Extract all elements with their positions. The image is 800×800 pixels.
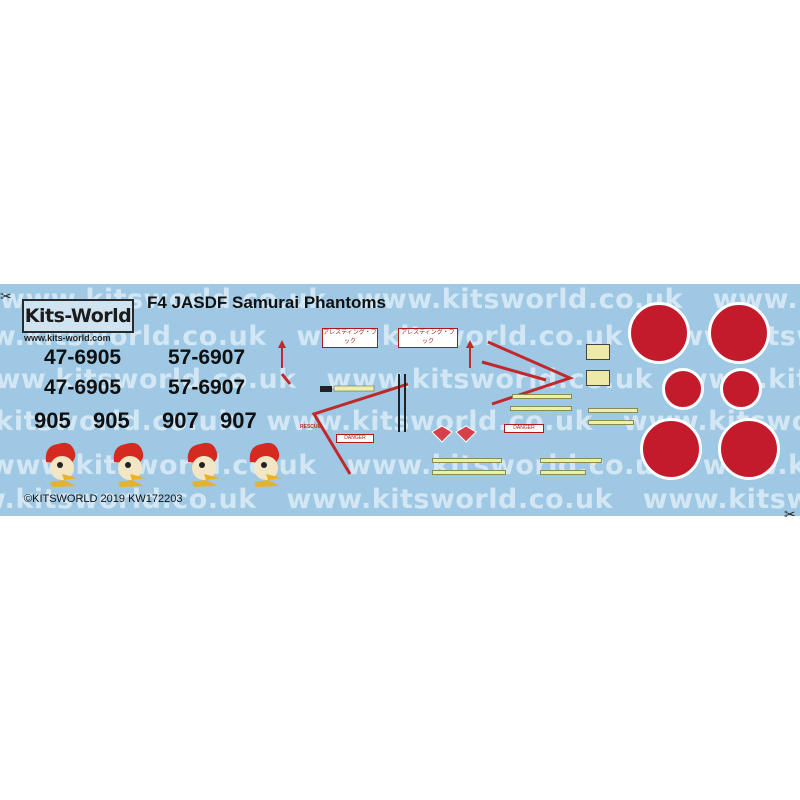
logo-url: www.kits-world.com (24, 333, 111, 343)
tail-number: 907 (220, 408, 257, 433)
tail-number: 905 (93, 408, 130, 433)
hinomaru-roundel (708, 302, 770, 364)
decal-sheet: www.kitsworld.co.uk www.kitsworld.co.uk … (0, 284, 800, 516)
scissors-icon: ✂ (784, 506, 796, 522)
registration-number: 47-6905 (44, 346, 122, 369)
hinomaru-roundel (628, 302, 690, 364)
tail-number: 905 (34, 408, 71, 433)
hinomaru-roundel (640, 418, 702, 480)
danger-label: DANGER (504, 424, 544, 433)
stencil-strip (540, 470, 586, 475)
watermark-row: www.kitsworld.co.uk www.kitsworld.co.uk … (0, 484, 800, 515)
tail-number: 907 (162, 408, 199, 433)
stencil-strip (510, 406, 572, 411)
intake-decal (586, 370, 610, 386)
brand-logo: Kits-World (22, 299, 134, 333)
registration-number: 57-6907 (168, 346, 246, 369)
stencil-strip (512, 394, 572, 399)
stencil-strip (432, 458, 502, 463)
stencil-markings (278, 340, 575, 475)
arresting-hook-label: アレスティング・フック (322, 328, 378, 348)
watermark-row: www.kitsworld.co.uk www.kitsworld.co.uk … (0, 364, 800, 395)
intake-decal (586, 344, 610, 360)
hinomaru-roundel (662, 368, 704, 410)
stencil-strip (588, 420, 634, 425)
stencil-strip (540, 458, 602, 463)
woodpecker-mascot-icon (187, 442, 220, 487)
rescue-label: RESCUE (300, 424, 321, 430)
hinomaru-roundel (718, 418, 780, 480)
woodpecker-mascot-icon (45, 442, 78, 487)
registration-number: 47-6905 (44, 376, 122, 399)
stencil-strip (588, 408, 638, 413)
scissors-icon: ✂ (0, 288, 12, 304)
stencil-strip (432, 470, 506, 475)
registration-number: 57-6907 (168, 376, 246, 399)
copyright-text: ©KITSWORLD 2019 KW172203 (24, 493, 183, 505)
logo-text: Kits-World (24, 305, 132, 327)
arresting-hook-label: アレスティング・フック (398, 328, 458, 348)
danger-label: DANGER (336, 434, 374, 443)
woodpecker-mascot-icon (249, 442, 282, 487)
woodpecker-mascot-icon (113, 442, 146, 487)
hinomaru-roundel (720, 368, 762, 410)
sheet-title: F4 JASDF Samurai Phantoms (147, 293, 387, 312)
